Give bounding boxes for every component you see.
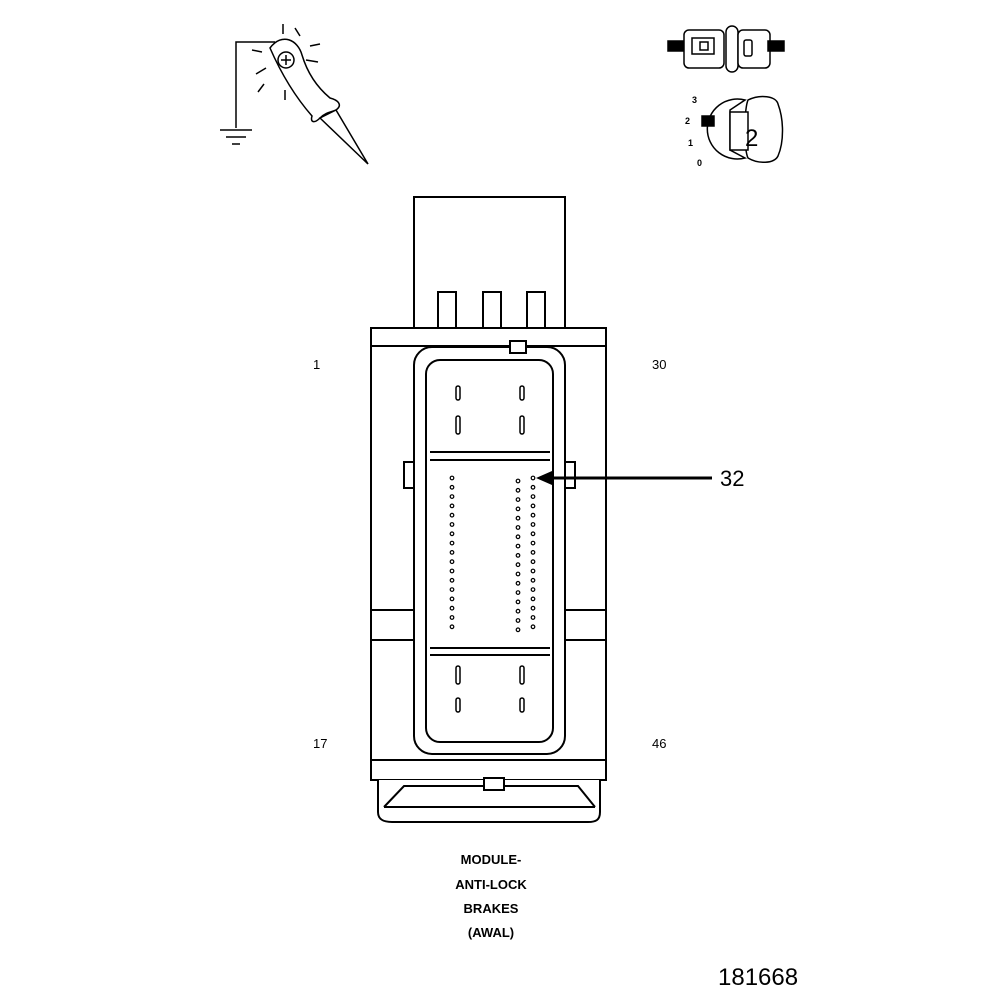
pin-cavity xyxy=(530,484,536,490)
pin-cavity xyxy=(515,618,521,623)
connector-icon xyxy=(667,25,785,73)
test-probe-icon xyxy=(220,24,369,165)
pin-cavity xyxy=(449,494,455,500)
pin-cavity xyxy=(530,577,536,583)
ignition-key-icon xyxy=(701,95,784,163)
pin-cavity xyxy=(530,522,536,527)
pin-cavities xyxy=(449,475,536,633)
pin-cavity xyxy=(449,596,455,602)
pin-cavity xyxy=(530,550,536,555)
caption-line-4: (AWAL) xyxy=(468,925,514,940)
pin-cavity xyxy=(515,478,521,484)
key-selected-position: 2 xyxy=(745,125,758,152)
pin-cavity xyxy=(530,512,536,518)
pin-cavity xyxy=(449,475,455,481)
pin-cavity xyxy=(530,587,536,592)
pin-label-top-right: 30 xyxy=(652,357,666,372)
large-pin-slots xyxy=(455,385,525,713)
pin-cavity xyxy=(530,624,536,630)
caption-line-2: ANTI-LOCK xyxy=(455,877,527,892)
pin-cavity xyxy=(449,522,455,527)
pin-cavity xyxy=(449,531,455,537)
pin-cavity xyxy=(449,512,455,518)
component-caption: MODULE- ANTI-LOCK BRAKES (AWAL) xyxy=(455,852,527,940)
callout-arrow xyxy=(536,471,712,485)
pin-cavity xyxy=(530,615,536,620)
callout-label: 32 xyxy=(720,466,744,491)
pin-cavity xyxy=(530,559,536,565)
pin-cavity xyxy=(515,627,521,633)
pin-cavity xyxy=(515,599,521,605)
pin-cavity xyxy=(449,624,455,630)
pin-cavity xyxy=(515,497,521,503)
pin-cavity xyxy=(449,605,455,611)
pin-cavity xyxy=(530,531,536,537)
key-position-1: 1 xyxy=(688,138,693,148)
pin-cavity xyxy=(515,515,521,521)
pin-cavity xyxy=(515,590,521,595)
pin-cavity xyxy=(515,506,521,512)
pin-cavity xyxy=(530,540,536,546)
figure-id: 181668 xyxy=(718,964,798,991)
pin-label-top-left: 1 xyxy=(313,357,320,372)
pin-cavity xyxy=(515,571,521,577)
pin-cavity xyxy=(530,494,536,500)
pin-cavity xyxy=(530,605,536,611)
pin-cavity xyxy=(449,577,455,583)
pin-cavity xyxy=(530,568,536,574)
pin-label-bottom-right: 46 xyxy=(652,736,666,751)
pin-cavity xyxy=(515,487,521,493)
pin-cavity xyxy=(449,615,455,620)
pin-cavity xyxy=(449,559,455,565)
pin-cavity xyxy=(449,540,455,546)
key-position-0: 0 xyxy=(697,158,702,168)
pin-cavity xyxy=(449,587,455,592)
pin-cavity xyxy=(530,596,536,602)
caption-line-1: MODULE- xyxy=(461,852,522,867)
pin-cavity xyxy=(515,543,521,549)
pin-cavity xyxy=(530,475,536,481)
pin-cavity xyxy=(530,503,536,509)
connector-body xyxy=(370,196,607,823)
pin-cavity xyxy=(449,550,455,555)
pin-cavity xyxy=(515,580,521,586)
pin-cavity xyxy=(515,525,521,530)
pin-cavity xyxy=(515,553,521,558)
key-position-3: 3 xyxy=(692,95,697,105)
pin-cavity xyxy=(449,503,455,509)
pin-label-bottom-left: 17 xyxy=(313,736,327,751)
caption-line-3: BRAKES xyxy=(464,901,519,916)
pin-cavity xyxy=(515,534,521,540)
pin-cavity xyxy=(449,568,455,574)
pin-cavity xyxy=(515,562,521,568)
pin-cavity xyxy=(515,608,521,614)
pin-cavity xyxy=(449,484,455,490)
key-position-2: 2 xyxy=(685,116,690,126)
